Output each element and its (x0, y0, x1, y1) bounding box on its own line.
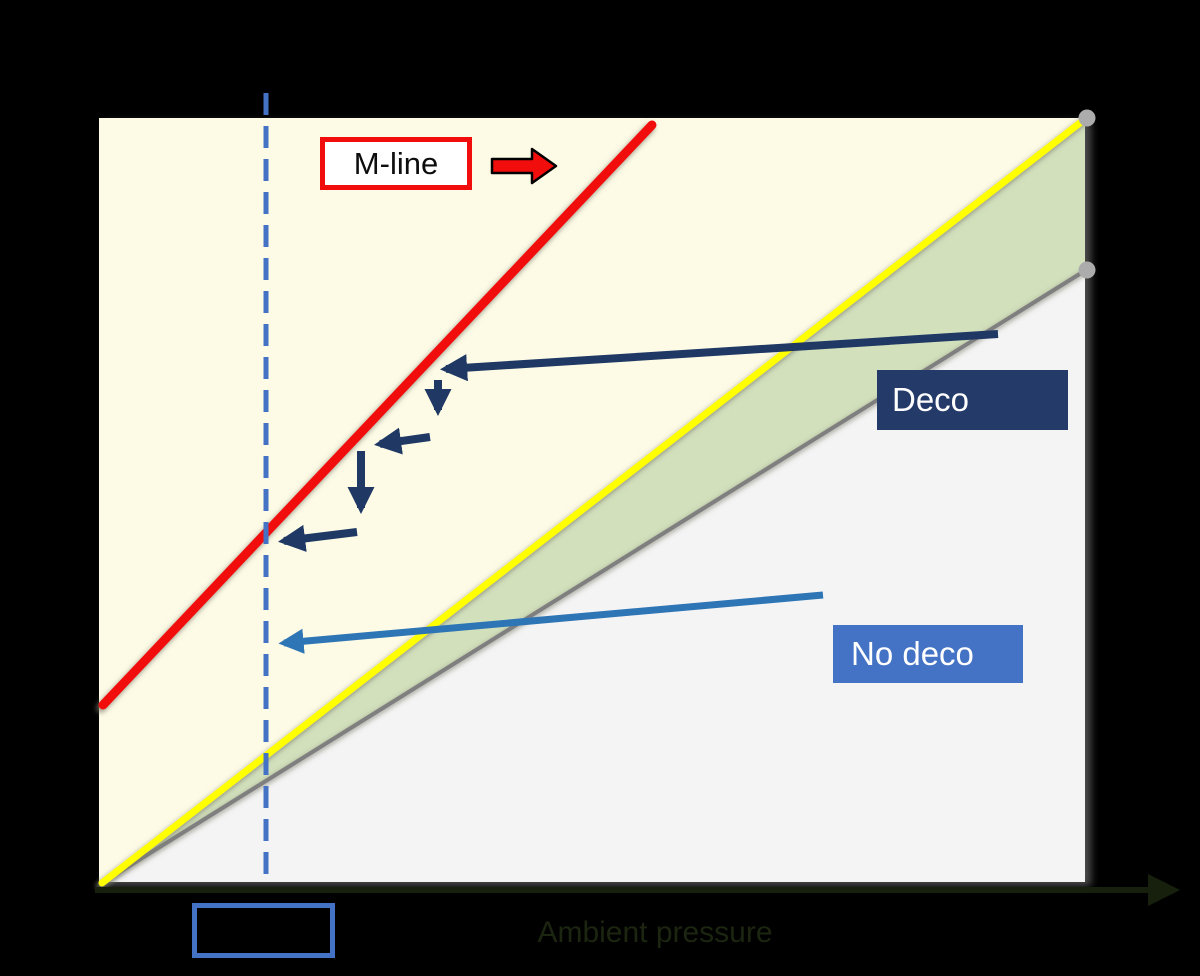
m-line (98, 120, 657, 710)
m-line-label: M-line (320, 137, 472, 190)
gray-line-end-dot (1078, 261, 1096, 279)
deco-label: Deco (877, 370, 1068, 430)
no-deco-region (99, 270, 1085, 883)
deco-ascent-arrow-5 (278, 524, 358, 552)
x-axis-label: Ambient pressure (537, 916, 773, 949)
deco-ascent-arrow-1 (439, 330, 999, 382)
deco-ascent-arrow-3 (374, 427, 431, 455)
m-line-pointer-arrow-icon (490, 147, 558, 185)
yellow-line-end-dot (1078, 109, 1096, 127)
bottom-empty-box (192, 903, 335, 958)
x-axis-arrowhead-icon (1148, 874, 1180, 906)
no-deco-label: No deco (833, 625, 1023, 683)
no-deco-ascent-arrow (278, 591, 824, 654)
